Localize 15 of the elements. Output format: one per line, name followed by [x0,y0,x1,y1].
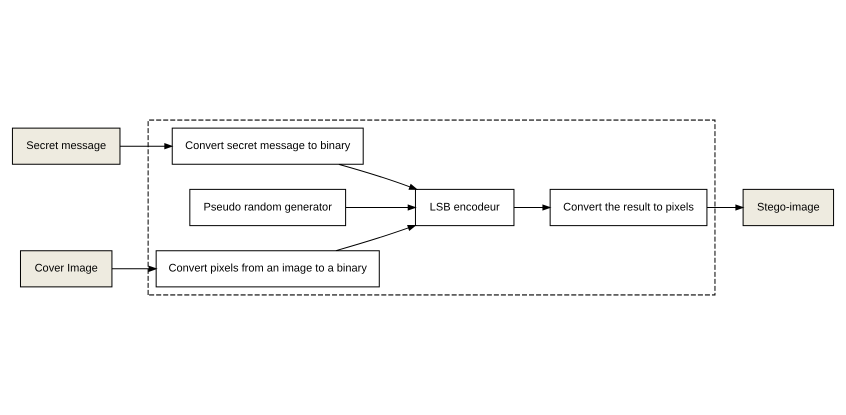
node-box: Convert the result to pixels [550,188,708,226]
arrow [346,204,417,211]
arrow [336,224,417,252]
arrow [514,204,552,211]
arrow [112,266,158,272]
arrow [338,164,418,190]
node-box: Stego-image [742,188,834,226]
node-box: Cover Image [20,250,112,288]
node-box: Pseudo random generator [189,188,346,226]
arrow [707,204,744,211]
node-box: Secret message [12,128,120,165]
node-box: Convert pixels from an image to a binary [156,250,380,288]
arrow [120,143,174,150]
node-box: LSB encodeur [414,188,514,226]
node-box: Convert secret message to binary [172,128,364,165]
